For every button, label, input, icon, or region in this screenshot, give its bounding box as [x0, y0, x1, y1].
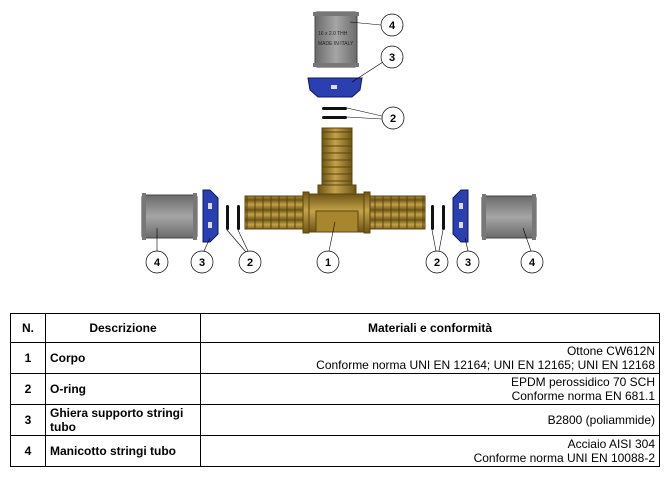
callout-left-ring: 3 [190, 250, 214, 274]
material-line: Conforme norma UNI EN 12164; UNI EN 1216… [316, 358, 655, 372]
table-row: 3 Ghiera supporto stringi tubo B2800 (po… [10, 404, 660, 436]
sleeve-marking: 16 x 2.0 THH [318, 31, 348, 37]
material-line: Conforme norma UNI EN 10088-2 [473, 451, 655, 465]
svg-text:4: 4 [389, 20, 396, 32]
callout-right-sleeve: 4 [520, 250, 544, 274]
right-oring [442, 205, 445, 230]
svg-text:3: 3 [199, 257, 205, 269]
components-table: N. Descrizione Materiali e conformità 1 … [10, 313, 660, 467]
svg-text:2: 2 [247, 257, 253, 269]
right-support-ring [452, 189, 469, 243]
top-oring [322, 116, 347, 119]
svg-text:3: 3 [465, 257, 471, 269]
row-number: 4 [10, 435, 46, 467]
left-sleeve [141, 193, 198, 240]
row-number: 3 [10, 404, 46, 436]
tee-body [244, 127, 426, 234]
left-oring [237, 205, 240, 230]
table-row: 4 Manicotto stringi tubo Acciaio AISI 30… [10, 435, 660, 467]
header-description: Descrizione [45, 313, 201, 343]
row-description: Manicotto stringi tubo [45, 435, 201, 467]
top-oring [322, 107, 347, 110]
sleeve-marking: MADE IN ITALY [318, 41, 354, 47]
row-number: 2 [10, 373, 46, 405]
right-sleeve [481, 194, 537, 240]
table-header-row: N. Descrizione Materiali e conformità [10, 313, 660, 343]
material-line: B2800 (poliammide) [547, 413, 655, 427]
material-line: Conforme norma EN 681.1 [511, 389, 655, 403]
header-n: N. [10, 313, 46, 343]
top-sleeve: 16 x 2.0 THH MADE IN ITALY [313, 11, 359, 68]
callout-top-ring: 3 [380, 45, 404, 69]
svg-text:2: 2 [390, 113, 396, 125]
callout-left-sleeve: 4 [145, 250, 169, 274]
row-description: O-ring [45, 373, 201, 405]
row-number: 1 [10, 342, 46, 374]
material-line: Ottone CW612N [566, 344, 655, 358]
row-materials: B2800 (poliammide) [200, 404, 660, 436]
callout-right-ring: 3 [456, 250, 480, 274]
svg-text:4: 4 [154, 257, 161, 269]
callout-left-orings: 2 [238, 250, 262, 274]
header-materials: Materiali e conformità [200, 313, 660, 343]
callout-top-sleeve: 4 [380, 13, 404, 37]
svg-text:4: 4 [529, 257, 536, 269]
right-oring [431, 205, 434, 230]
callout-right-orings: 2 [425, 250, 449, 274]
left-support-ring [202, 189, 219, 243]
material-line: Acciaio AISI 304 [567, 437, 655, 451]
callout-body: 1 [316, 250, 340, 274]
left-oring [226, 205, 229, 230]
exploded-fitting-drawing: 16 x 2.0 THH MADE IN ITALY [141, 11, 544, 274]
callout-top-orings: 2 [381, 106, 405, 130]
material-line: EPDM perossidico 70 SCH [510, 375, 655, 389]
svg-text:1: 1 [325, 257, 331, 269]
row-description: Corpo [45, 342, 201, 374]
svg-text:3: 3 [389, 52, 395, 64]
row-description: Ghiera supporto stringi tubo [45, 404, 201, 436]
svg-text:2: 2 [434, 257, 440, 269]
